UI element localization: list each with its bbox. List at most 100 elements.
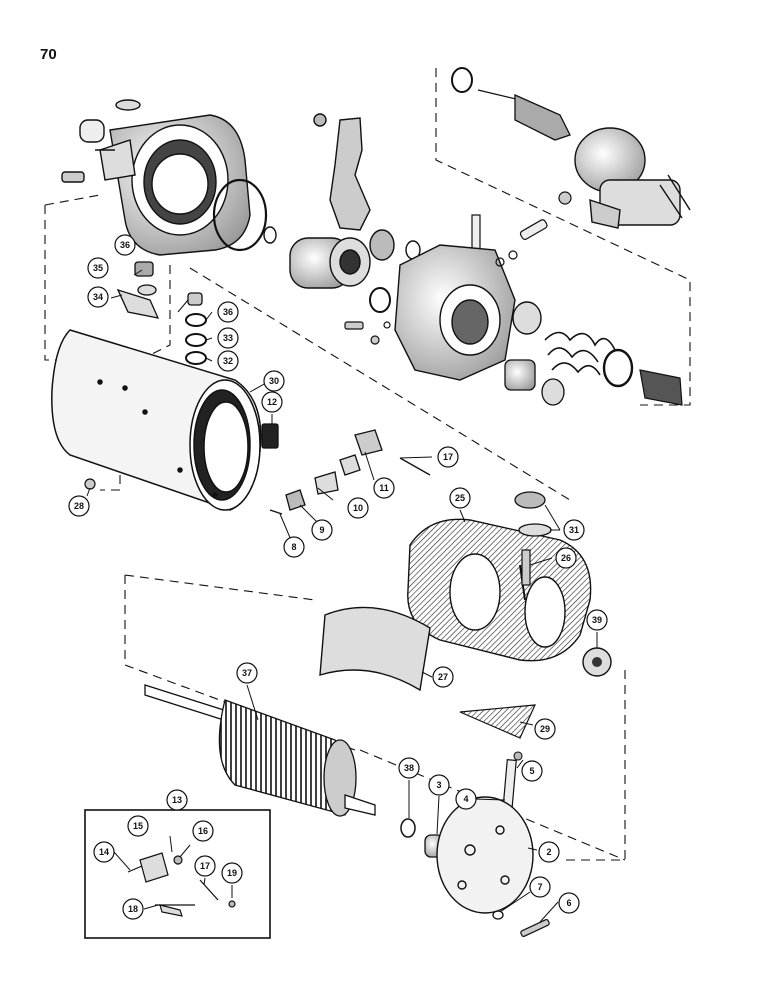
insulation-sheet xyxy=(459,704,536,739)
callout-number: 36 xyxy=(223,307,233,317)
plate-washer xyxy=(492,910,504,920)
callout-circle xyxy=(449,487,471,509)
callout-c28: 28 xyxy=(68,495,90,517)
bearing-washer xyxy=(541,378,565,406)
pivot-pin xyxy=(519,219,548,240)
callout-c25: 25 xyxy=(449,487,471,509)
callout-number: 26 xyxy=(561,553,571,563)
callout-c7: 7 xyxy=(529,876,551,898)
callout-c3: 3 xyxy=(428,774,450,796)
o-ring-seal xyxy=(212,178,268,252)
small-fasteners xyxy=(344,250,518,345)
callout-c33: 33 xyxy=(217,327,239,349)
drive-pinion xyxy=(289,237,371,289)
callout-c35: 35 xyxy=(87,257,109,279)
callout-c29: 29 xyxy=(534,718,556,740)
callout-circle xyxy=(437,446,459,468)
kit-parts xyxy=(127,852,236,917)
callout-leaders xyxy=(86,269,598,923)
callout-number: 18 xyxy=(128,904,138,914)
callout-circle xyxy=(521,760,543,782)
callout-c39: 39 xyxy=(586,609,608,631)
callout-circle xyxy=(538,841,560,863)
field-frame xyxy=(51,329,262,511)
callout-number: 34 xyxy=(93,292,103,302)
callout-c37: 37 xyxy=(236,662,258,684)
callout-number: 10 xyxy=(353,503,363,513)
callout-labels: 3635343633323028121711109825312639273729… xyxy=(68,234,608,920)
callout-circle xyxy=(192,820,214,842)
callout-number: 7 xyxy=(537,882,542,892)
small-washer xyxy=(263,226,277,244)
callout-number: 28 xyxy=(74,501,84,511)
pole-shoe xyxy=(319,606,431,692)
callout-circle xyxy=(194,855,216,877)
callout-circle xyxy=(217,327,239,349)
callout-circle xyxy=(87,286,109,308)
terminal-nut xyxy=(558,191,572,205)
callout-number: 11 xyxy=(379,483,389,493)
callout-c2: 2 xyxy=(538,841,560,863)
callout-c5: 5 xyxy=(521,760,543,782)
callout-number: 37 xyxy=(242,668,252,678)
terminal-hardware xyxy=(116,261,207,365)
callout-circle xyxy=(432,666,454,688)
callout-circle xyxy=(563,519,585,541)
callout-c9: 9 xyxy=(311,519,333,541)
spring-cup xyxy=(512,301,542,335)
callout-c6: 6 xyxy=(558,892,580,914)
plate-screw xyxy=(520,918,550,938)
callout-circle xyxy=(93,841,115,863)
callout-c30: 30 xyxy=(263,370,285,392)
brush-parts xyxy=(261,423,431,515)
callout-circle xyxy=(122,898,144,920)
callout-c26: 26 xyxy=(555,547,577,569)
callout-number: 32 xyxy=(223,356,233,366)
field-coils xyxy=(407,518,592,662)
bearing-sleeve xyxy=(504,359,536,391)
callout-number: 2 xyxy=(546,847,551,857)
callout-number: 16 xyxy=(198,826,208,836)
callout-c38: 38 xyxy=(398,757,420,779)
gear-housing xyxy=(394,244,516,381)
callout-c17b: 17 xyxy=(194,855,216,877)
callout-number: 4 xyxy=(463,794,468,804)
callout-c17a: 17 xyxy=(437,446,459,468)
callout-number: 35 xyxy=(93,263,103,273)
callout-number: 8 xyxy=(291,542,296,552)
callout-circle xyxy=(283,536,305,558)
callout-c36a: 36 xyxy=(114,234,136,256)
callout-c34: 34 xyxy=(87,286,109,308)
terminal-washers xyxy=(514,491,552,537)
callout-c15: 15 xyxy=(127,815,149,837)
callout-circle xyxy=(347,497,369,519)
callout-circle xyxy=(236,662,258,684)
callout-circle xyxy=(261,391,283,413)
callout-circle xyxy=(217,301,239,323)
callout-number: 15 xyxy=(133,821,143,831)
frame-screw xyxy=(84,478,96,490)
callout-circle xyxy=(221,862,243,884)
callout-number: 17 xyxy=(200,861,210,871)
callout-circle xyxy=(529,876,551,898)
callout-number: 39 xyxy=(592,615,602,625)
callout-circle xyxy=(555,547,577,569)
callout-circle xyxy=(127,815,149,837)
callout-c13: 13 xyxy=(166,789,188,811)
callout-number: 5 xyxy=(529,766,534,776)
callout-c16: 16 xyxy=(192,820,214,842)
callout-number: 38 xyxy=(404,763,414,773)
callout-circle xyxy=(263,370,285,392)
page-number: 70 xyxy=(40,46,57,63)
callout-c14: 14 xyxy=(93,841,115,863)
insulator-bushing-hole xyxy=(592,657,602,667)
callout-circle xyxy=(87,257,109,279)
callout-circle xyxy=(558,892,580,914)
end-plate xyxy=(436,796,534,914)
armature xyxy=(144,684,376,817)
callout-circle xyxy=(373,477,395,499)
callout-c8: 8 xyxy=(283,536,305,558)
callout-number: 30 xyxy=(269,376,279,386)
shift-lever xyxy=(313,113,371,231)
